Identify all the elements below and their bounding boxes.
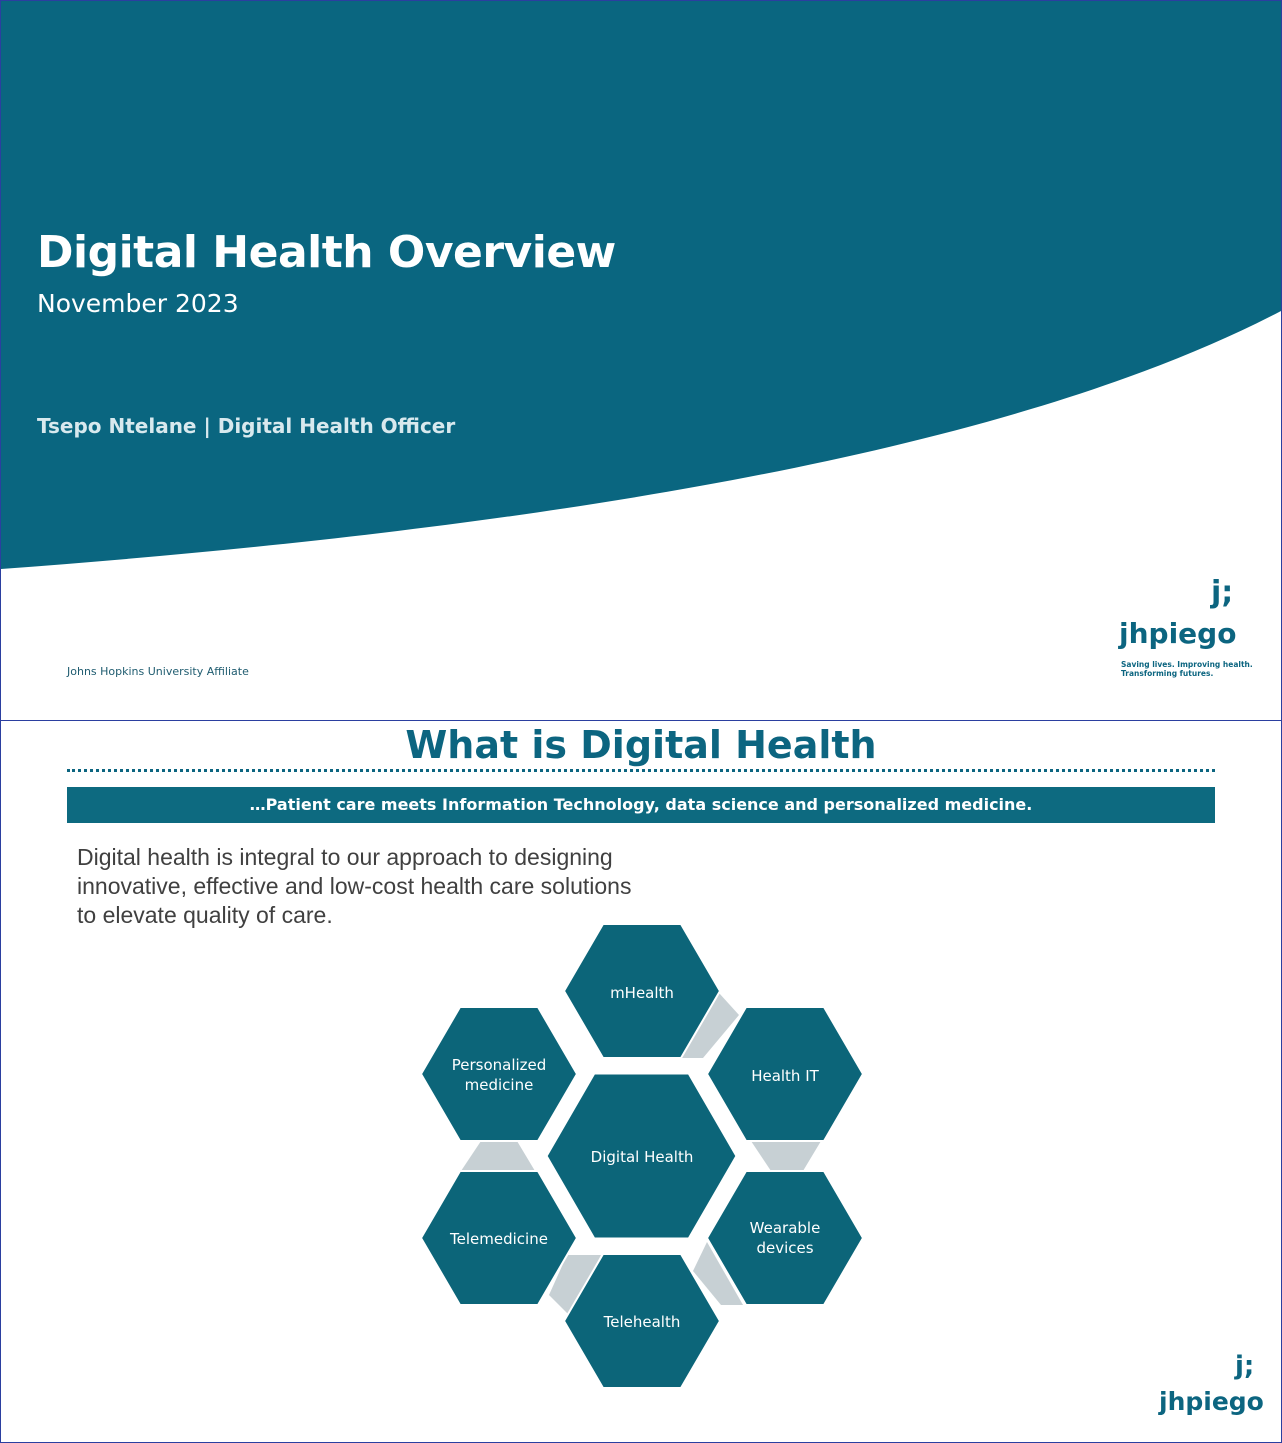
intro-paragraph: Digital health is integral to our approa… (77, 844, 632, 928)
title-slide: Digital Health Overview November 2023 Ts… (0, 0, 1282, 721)
connector-topright-bottomright (751, 1141, 821, 1171)
logo-wordmark-small: jhpiego (1159, 1387, 1264, 1416)
hex-top-left-label-1: Personalized (452, 1056, 547, 1074)
hex-bottom-right-label-1: Wearable (750, 1219, 821, 1237)
hex-bottom-left-label: Telemedicine (449, 1230, 548, 1248)
teal-header-wave (1, 1, 1281, 569)
hex-center (544, 1071, 739, 1241)
hex-top (562, 923, 722, 1059)
slide-title: What is Digital Health (405, 723, 877, 767)
content-slide: What is Digital Health …Patient care mee… (0, 720, 1282, 1443)
hex-top-left (419, 1006, 579, 1142)
jhpiego-logo-small: j; jhpiego (1159, 1351, 1269, 1421)
connector-bottom-bottomleft (549, 1255, 601, 1317)
presentation-date: November 2023 (37, 289, 239, 318)
logo-mark-small: j; (1235, 1351, 1255, 1381)
hex-bottom-label: Telehealth (603, 1313, 681, 1331)
hex-top-left-label-2: medicine (465, 1076, 534, 1094)
hex-center-label: Digital Health (591, 1148, 694, 1166)
connector-bottomleft-topleft (461, 1141, 535, 1171)
affiliation-text: Johns Hopkins University Affiliate (67, 665, 249, 678)
hex-bottom-left (419, 1170, 579, 1306)
logo-tagline-line1: Saving lives. Improving health. (1121, 660, 1253, 669)
hex-top-label: mHealth (610, 984, 674, 1002)
digital-health-hex-diagram: Digital Health mHealth Health IT Wearabl… (419, 923, 865, 1389)
presentation-title: Digital Health Overview (37, 227, 616, 278)
hex-top-right-label: Health IT (751, 1067, 819, 1085)
jhpiego-logo: j; jhpiego Saving lives. Improving healt… (1119, 575, 1259, 685)
logo-mark: j; (1211, 575, 1234, 610)
hex-bottom (562, 1253, 722, 1389)
presenter-name: Tsepo Ntelane | Digital Health Officer (37, 414, 456, 438)
logo-wordmark: jhpiego (1119, 617, 1237, 650)
connector-top-topright (681, 993, 739, 1058)
hex-bottom-right (705, 1170, 865, 1306)
connector-bottomright-bottom (693, 1242, 743, 1305)
hex-top-right (705, 1006, 865, 1142)
tagline-banner: …Patient care meets Information Technolo… (67, 787, 1215, 823)
logo-tagline-line2: Transforming futures. (1121, 669, 1214, 678)
dotted-divider (67, 769, 1215, 772)
hex-bottom-right-label-2: devices (756, 1239, 813, 1257)
